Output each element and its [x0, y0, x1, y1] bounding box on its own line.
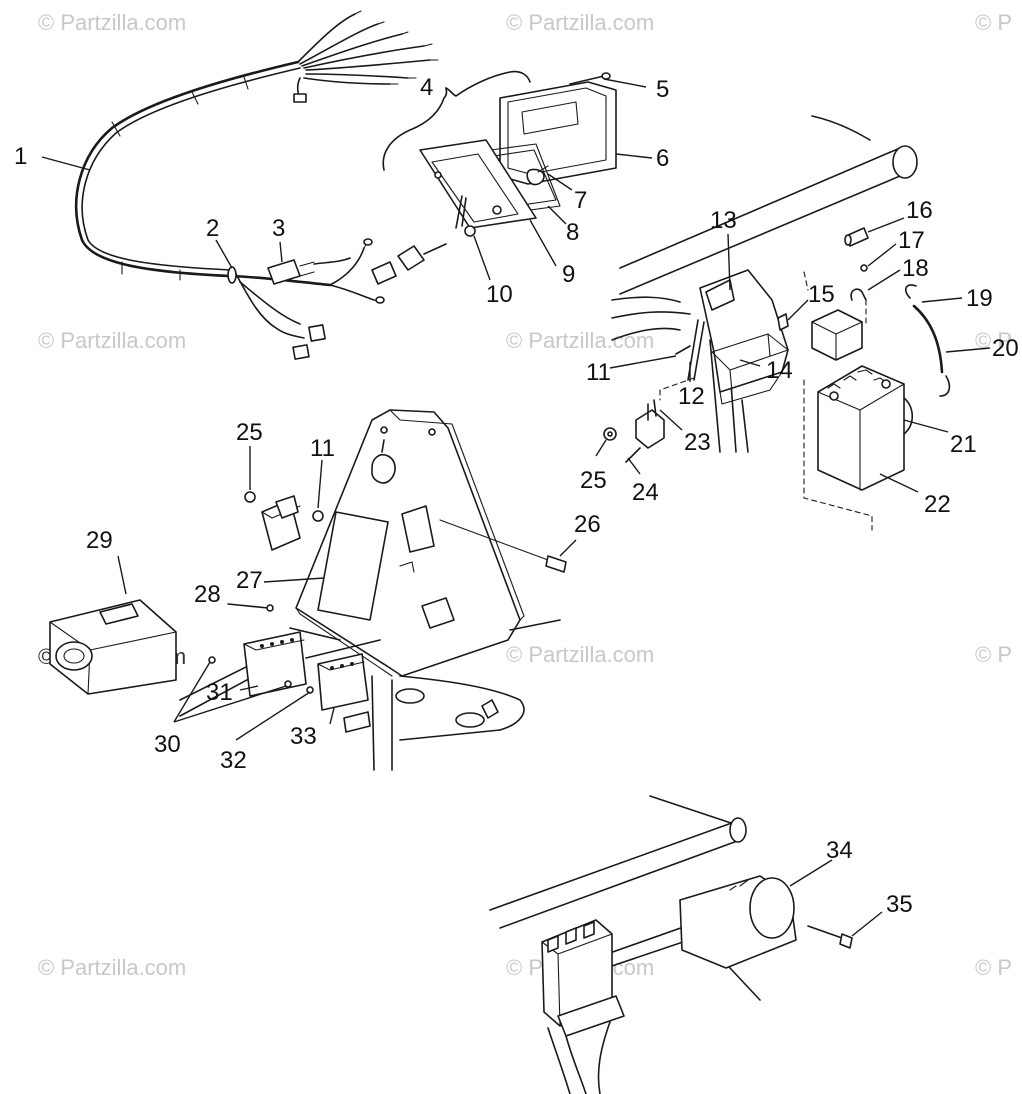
callout-30[interactable]: 30	[154, 731, 181, 758]
watermark: © Partzilla.com	[38, 10, 186, 35]
callout-13[interactable]: 13	[710, 207, 737, 234]
callout-25-battery[interactable]: 25	[580, 467, 607, 494]
callout-3[interactable]: 3	[272, 215, 285, 242]
callout-15[interactable]: 15	[808, 281, 835, 308]
watermark: © P	[975, 955, 1012, 980]
wiring-harness	[74, 10, 447, 360]
watermark: © P	[975, 642, 1012, 667]
callout-7[interactable]: 7	[574, 187, 587, 214]
watermark: © Partzilla.com	[506, 328, 654, 353]
callout-31[interactable]: 31	[206, 679, 233, 706]
callout-17[interactable]: 17	[898, 227, 925, 254]
starter-motor-assembly	[489, 795, 853, 1094]
callout-16[interactable]: 16	[906, 197, 933, 224]
callout-28[interactable]: 28	[194, 581, 221, 608]
watermark: © Partzilla.com	[506, 642, 654, 667]
callout-35[interactable]: 35	[886, 891, 913, 918]
callout-9[interactable]: 9	[562, 261, 575, 288]
callout-22[interactable]: 22	[924, 491, 951, 518]
tail-light-assembly	[382, 70, 617, 237]
callout-14[interactable]: 14	[766, 357, 793, 384]
callout-11-battery[interactable]: 11	[586, 359, 611, 386]
mount-plate-assembly	[49, 409, 567, 771]
callout-25-coil[interactable]: 25	[236, 419, 263, 446]
callout-18[interactable]: 18	[902, 255, 929, 282]
leader-lines	[41, 78, 991, 937]
callout-5[interactable]: 5	[656, 76, 669, 103]
callout-32[interactable]: 32	[220, 747, 247, 774]
callout-33[interactable]: 33	[290, 723, 317, 750]
callout-20[interactable]: 20	[992, 335, 1019, 362]
battery-frame	[603, 115, 951, 531]
callout-19[interactable]: 19	[966, 285, 993, 312]
callout-23[interactable]: 23	[684, 429, 711, 456]
callout-2[interactable]: 2	[206, 215, 219, 242]
watermark: © P	[975, 10, 1012, 35]
watermark: © Partzilla.com	[38, 328, 186, 353]
callout-10[interactable]: 10	[486, 281, 513, 308]
callout-34[interactable]: 34	[826, 837, 853, 864]
callout-21[interactable]: 21	[950, 431, 977, 458]
callout-8[interactable]: 8	[566, 219, 579, 246]
callout-12[interactable]: 12	[678, 383, 705, 410]
callout-24[interactable]: 24	[632, 479, 659, 506]
callout-6[interactable]: 6	[656, 145, 669, 172]
callout-1[interactable]: 1	[14, 143, 27, 170]
callout-29[interactable]: 29	[86, 527, 113, 554]
callout-11-coil[interactable]: 11	[310, 435, 335, 462]
callout-4[interactable]: 4	[420, 74, 433, 101]
callouts: 1 2 3 4 5 6 7 8 9 10 11 11 12 13 14 15 1…	[14, 74, 1019, 918]
callout-26[interactable]: 26	[574, 511, 601, 538]
callout-27[interactable]: 27	[236, 567, 263, 594]
watermark: © Partzilla.com	[506, 10, 654, 35]
watermark: © Partzilla.com	[38, 955, 186, 980]
